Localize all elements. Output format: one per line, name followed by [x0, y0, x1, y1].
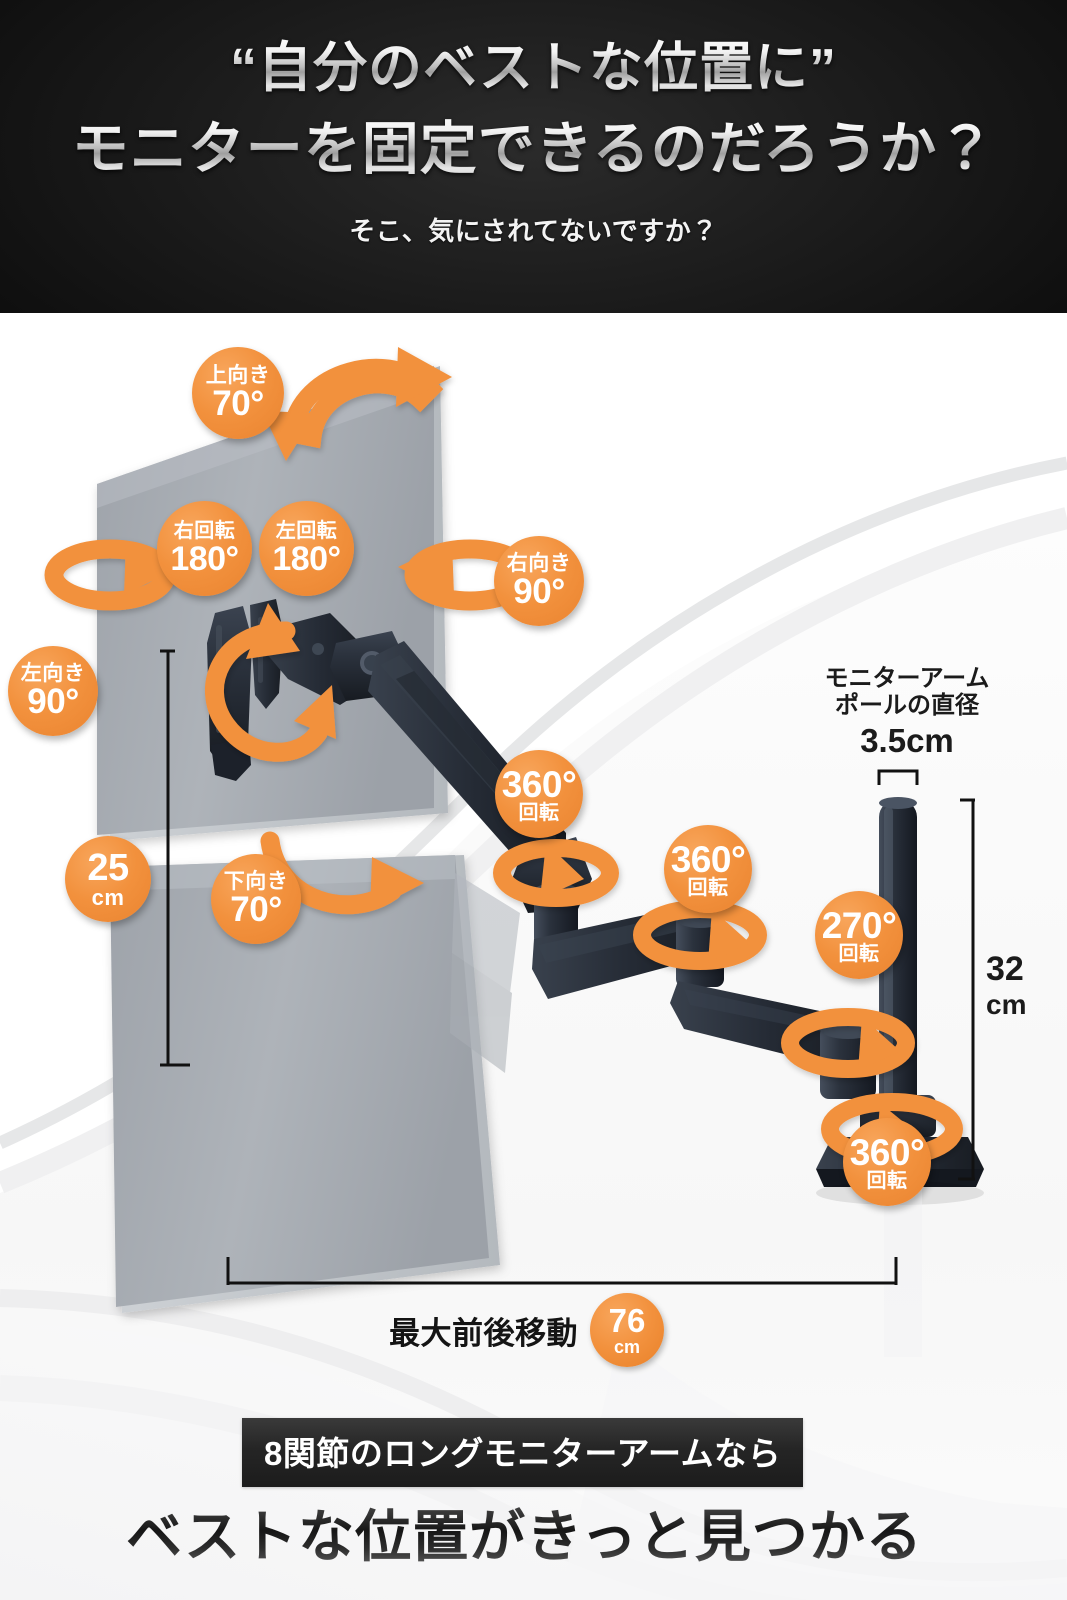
pole-height-value: 32 — [986, 950, 1024, 988]
tilt-up-arrow-tail — [262, 411, 316, 461]
badge-rotate-left-caption: 左回転 — [275, 520, 338, 542]
dim-diameter-bracket — [877, 769, 919, 785]
pole-height-unit: cm — [986, 988, 1027, 1020]
badge-tilt-down-value: 70° — [230, 890, 282, 929]
head-rotation-loop — [204, 621, 328, 762]
pole-diameter-line2: ポールの直径 — [835, 692, 979, 720]
badge-joint-mid-value: 360° — [670, 838, 746, 880]
badge-joint-pole-270: 270° 回転 — [815, 891, 903, 979]
badge-joint-base-360: 360° 回転 — [843, 1118, 931, 1206]
pole-diameter-line1: モニターアーム — [824, 665, 990, 692]
pan-left-arrowhead — [124, 541, 180, 595]
lower-monitor-panel — [110, 855, 500, 1313]
rotation-arrows — [44, 347, 963, 1165]
tilt-up-arc — [281, 358, 444, 449]
badge-rotate-right-value: 180° — [170, 540, 239, 578]
badge-pan-left-value: 90° — [27, 682, 79, 721]
tilt-up-arrowhead — [396, 347, 452, 407]
badge-height-25cm: 25 cm — [65, 836, 151, 922]
badge-rotate-right: 右回転 180° — [157, 501, 252, 596]
joint-ring-head-arrow — [540, 843, 584, 899]
joint-ring-head — [493, 839, 619, 907]
badge-tilt-down-caption: 下向き — [223, 870, 289, 893]
max-travel-label: 最大前後移動 — [389, 1315, 578, 1351]
badge-rotate-left-value: 180° — [272, 540, 341, 578]
badge-height-25cm-unit: cm — [91, 885, 125, 910]
badge-pan-left-caption: 左向き — [20, 662, 86, 685]
badge-max-travel-76cm: 76 cm — [590, 1293, 664, 1367]
diagram-svg — [44, 347, 984, 1357]
pan-right-arrowhead — [398, 541, 454, 595]
head-rotation-head2 — [294, 685, 336, 739]
joint-ring-pole-arrow — [858, 1017, 900, 1071]
pole-diameter-value: 3.5cm — [860, 721, 954, 759]
header-title-line2: モニターを固定できるのだろうか？ — [72, 112, 995, 186]
badge-rotate-left: 左回転 180° — [259, 501, 354, 596]
badge-tilt-up-value: 70° — [212, 384, 264, 423]
pole-height-label: 32 cm — [986, 950, 1026, 1021]
badge-joint-base-value: 360° — [849, 1131, 925, 1173]
closing-headline: ベストな位置がきっと見つかる — [126, 1492, 923, 1573]
badge-joint-base-caption: 回転 — [866, 1169, 908, 1192]
badge-tilt-down: 下向き 70° — [211, 854, 301, 944]
badge-rotate-right-caption: 右回転 — [173, 520, 236, 542]
badge-joint-head-value: 360° — [501, 763, 577, 805]
dimension-lines — [160, 649, 975, 1285]
tilt-down-arrowhead — [370, 857, 424, 911]
badge-pan-right-caption: 右向き — [506, 552, 572, 575]
badge-max-travel-unit: cm — [613, 1337, 640, 1357]
badge-joint-head-caption: 回転 — [518, 801, 560, 824]
joint-ring-pole — [781, 1008, 915, 1078]
header-banner: “自分のベストな位置に” モニターを固定できるのだろうか？ そこ、気にされてない… — [0, 0, 1067, 313]
badge-tilt-up: 上向き 70° — [192, 347, 284, 439]
badge-pan-right-value: 90° — [513, 572, 565, 611]
badge-joint-mid-caption: 回転 — [687, 876, 729, 899]
panel-ghost-connector — [450, 873, 520, 1073]
max-travel-row: 最大前後移動 76 cm — [389, 1293, 664, 1367]
joint-ring-mid-arrow — [708, 909, 750, 963]
desk-leg-ghost — [884, 1187, 922, 1357]
header-subtitle: そこ、気にされてないですか？ — [349, 216, 718, 246]
badge-joint-head-360: 360° 回転 — [495, 750, 583, 838]
badge-joint-mid-360: 360° 回転 — [664, 825, 752, 913]
badge-max-travel-value: 76 — [608, 1302, 646, 1339]
badge-joint-pole-value: 270° — [821, 904, 897, 946]
badge-joint-pole-caption: 回転 — [838, 942, 880, 965]
badge-height-25cm-value: 25 — [87, 847, 129, 889]
feature-banner: 8関節のロングモニターアームなら — [242, 1418, 804, 1487]
header-title-line1: “自分のベストな位置に” — [230, 34, 837, 102]
badge-pan-right: 右向き 90° — [494, 536, 584, 626]
head-rotation-head1 — [246, 603, 300, 659]
pole-diameter-label: モニターアーム ポールの直径 3.5cm — [812, 665, 1002, 759]
badge-tilt-up-caption: 上向き — [205, 364, 271, 387]
monitor-arm-diagram: 上向き 70° 右回転 180° 左回転 180° 右向き 90° 左向き 90… — [0, 313, 1067, 1600]
badge-pan-left: 左向き 90° — [8, 646, 98, 736]
